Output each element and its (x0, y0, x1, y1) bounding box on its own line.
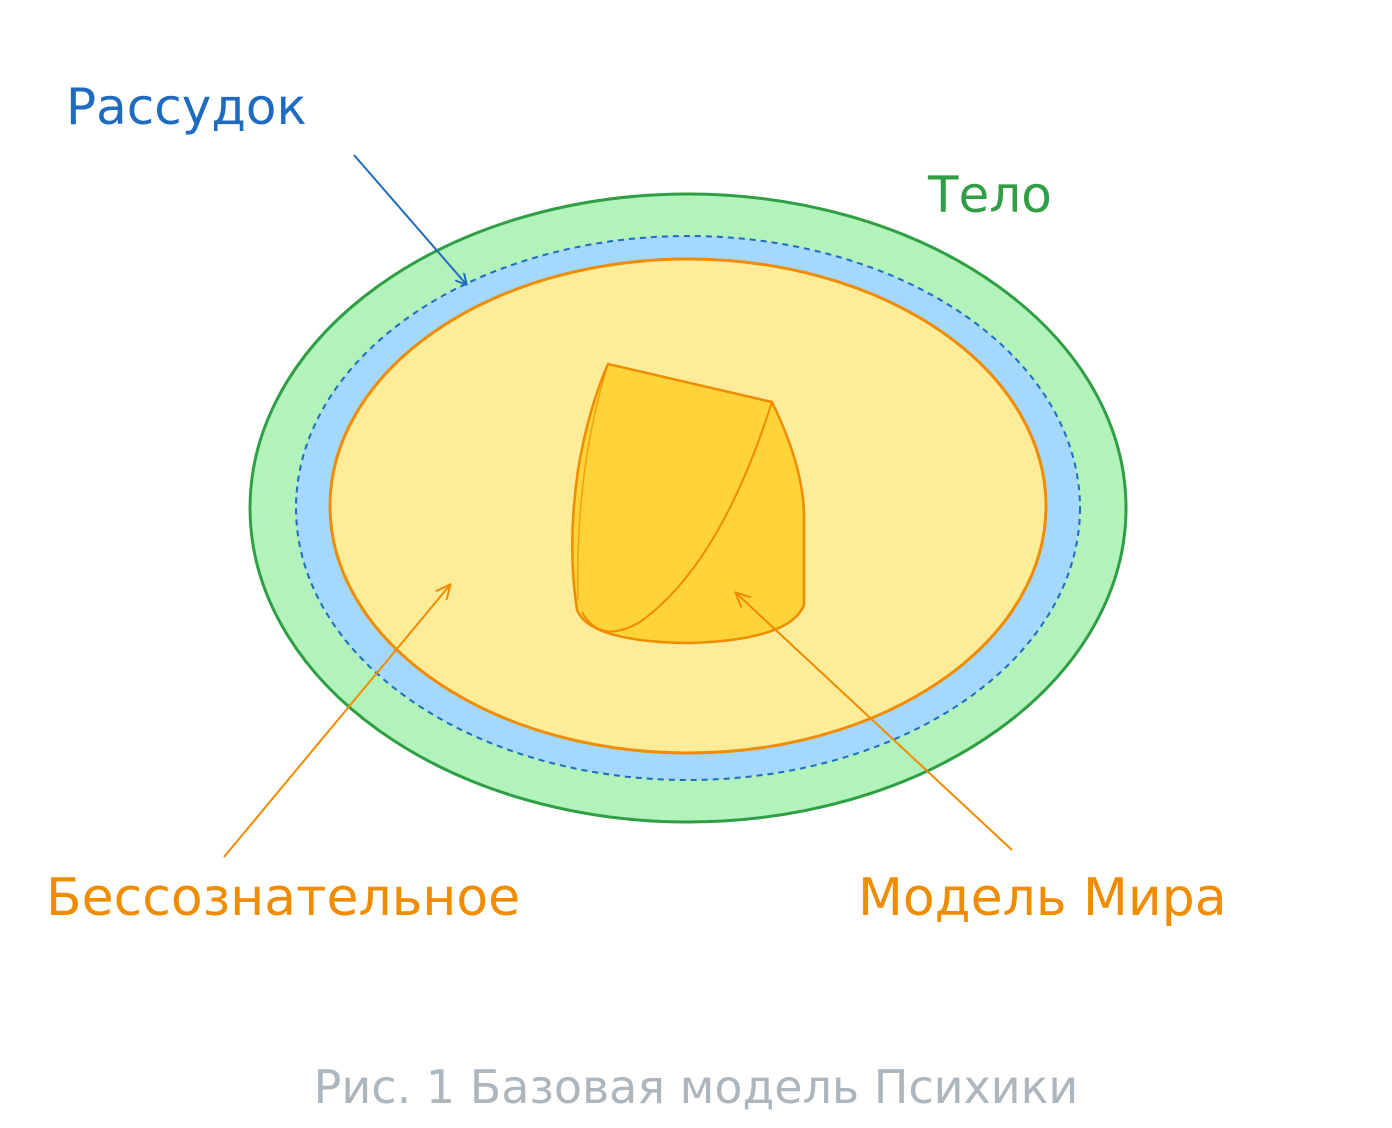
world-model-arrow (736, 593, 1013, 851)
world-model-body (571, 362, 806, 645)
world-model-curve-edge (581, 401, 773, 633)
world-model-inner-edge (577, 363, 609, 601)
world-model-shape (571, 362, 806, 645)
reason-dashed-outline (295, 235, 1081, 781)
unconscious-label: Бессознательное (46, 868, 521, 928)
body-label: Тело (928, 166, 1052, 224)
world-model-label: Модель Мира (858, 868, 1227, 928)
unconscious-arrow (223, 585, 450, 858)
reason-label: Рассудок (66, 78, 307, 136)
figure-caption: Рис. 1 Базовая модель Психики (313, 1060, 1079, 1114)
reason-arrow (353, 154, 466, 284)
